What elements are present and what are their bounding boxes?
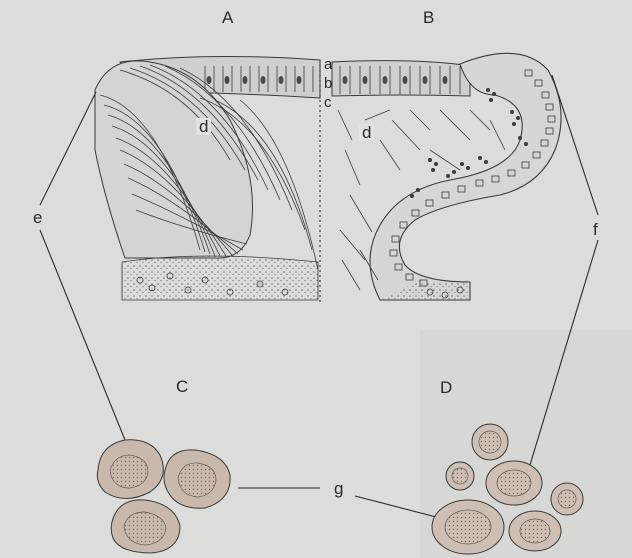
layer-label-c: c xyxy=(324,95,332,110)
side-label-e: e xyxy=(33,209,42,226)
panel-label-a: A xyxy=(222,9,233,26)
panel-a-drawing xyxy=(95,56,320,300)
bottom-label-g: g xyxy=(334,480,343,497)
region-label-d-left: d xyxy=(196,118,211,135)
side-label-f: f xyxy=(593,221,598,238)
panel-label-c: C xyxy=(176,378,188,395)
panel-label-b: B xyxy=(423,9,434,26)
panel-label-d: D xyxy=(440,379,452,396)
region-label-d-right: d xyxy=(359,124,374,141)
layer-label-a: a xyxy=(324,57,332,72)
layer-label-b: b xyxy=(324,76,332,91)
